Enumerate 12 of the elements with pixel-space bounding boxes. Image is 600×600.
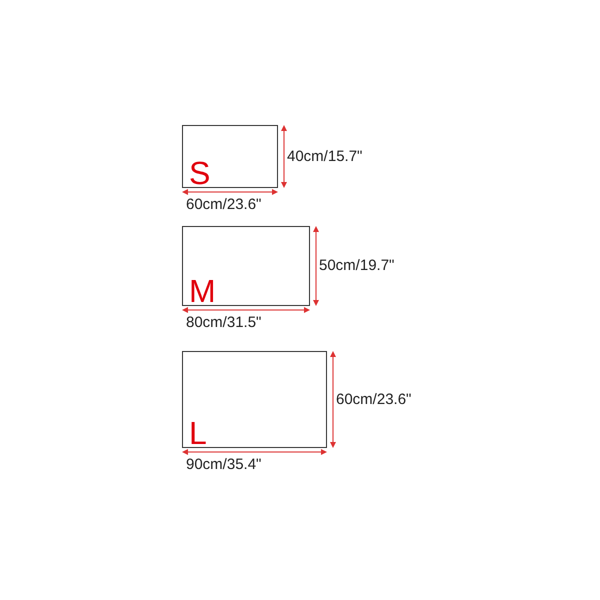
dimension-label: 60cm/23.6" [186,197,262,213]
size-letter: M [189,275,216,307]
dimension-label: 60cm/23.6" [336,392,412,408]
size-letter: S [189,157,210,189]
dimension-label: 90cm/35.4" [186,457,262,473]
size-rectangle [182,351,327,448]
dimension-label: 80cm/31.5" [186,315,262,331]
size-rectangle [182,226,310,306]
size-letter: L [189,417,207,449]
dimension-label: 40cm/15.7" [287,148,362,164]
size-rectangle [182,125,278,188]
dimension-label: 50cm/19.7" [319,258,394,274]
